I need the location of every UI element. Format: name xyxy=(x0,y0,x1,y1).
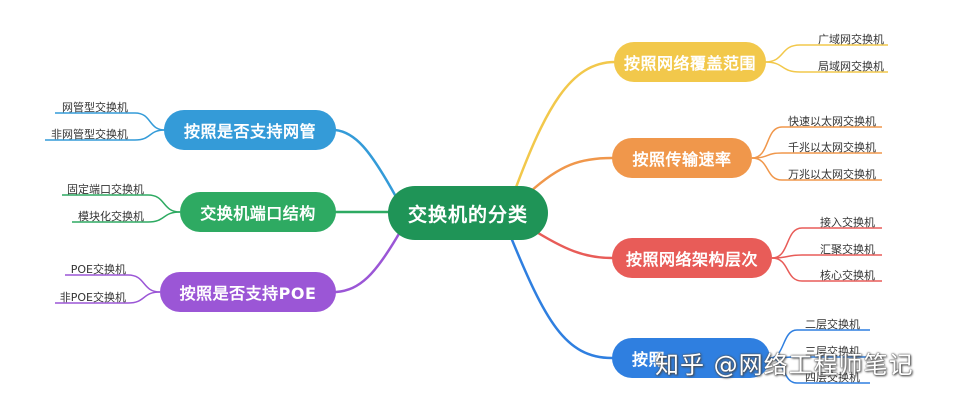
branch-ports-label: 交换机端口结构 xyxy=(200,204,316,223)
connector-managed xyxy=(333,128,397,197)
connector-rate xyxy=(528,156,614,194)
leaf-protocol-0[interactable]: 二层交换机 xyxy=(805,318,860,331)
poe-leaf-lines xyxy=(55,274,161,304)
leaf-hierarchy-0[interactable]: 接入交换机 xyxy=(820,216,875,229)
hierarchy-leaf-lines xyxy=(771,227,882,282)
leaf-poe-1[interactable]: 非POE交换机 xyxy=(59,291,126,304)
leaf-protocol-1[interactable]: 三层交换机 xyxy=(805,345,860,358)
leaf-ports-0[interactable]: 固定端口交换机 xyxy=(67,183,144,196)
connector-poe xyxy=(334,230,402,294)
branch-protocol[interactable]: 按照 xyxy=(612,338,770,378)
branch-rate-label: 按照传输速率 xyxy=(632,150,732,169)
leaf-rate-2[interactable]: 万兆以太网交换机 xyxy=(788,168,876,181)
center-node[interactable]: 交换机的分类 xyxy=(388,186,548,240)
protocol-leaf-lines xyxy=(769,329,870,384)
branch-poe-label: 按照是否支持POE xyxy=(179,284,317,303)
leaf-rate-0[interactable]: 快速以太网交换机 xyxy=(788,115,876,128)
watermark: 知乎 @网络工程师笔记 xyxy=(655,351,914,379)
branch-managed[interactable]: 按照是否支持网管 xyxy=(164,110,336,150)
connector-coverage xyxy=(513,60,617,192)
branch-rate[interactable]: 按照传输速率 xyxy=(612,138,752,178)
coverage-leaf-lines xyxy=(764,44,888,73)
leaf-hierarchy-1[interactable]: 汇聚交换机 xyxy=(820,243,875,256)
branch-coverage-label: 按照网络覆盖范围 xyxy=(623,54,756,73)
leaf-hierarchy-2[interactable]: 核心交换机 xyxy=(820,269,875,282)
branch-coverage[interactable]: 按照网络覆盖范围 xyxy=(614,42,766,82)
leaf-ports-1[interactable]: 模块化交换机 xyxy=(78,210,144,223)
connector-hierarchy xyxy=(528,226,614,260)
branch-poe[interactable]: 按照是否支持POE xyxy=(160,272,336,312)
leaf-coverage-1[interactable]: 局域网交换机 xyxy=(818,60,884,73)
ports-leaf-lines xyxy=(62,194,181,223)
center-node-label: 交换机的分类 xyxy=(407,203,528,226)
leaf-rate-1[interactable]: 千兆以太网交换机 xyxy=(788,141,876,154)
leaf-coverage-0[interactable]: 广域网交换机 xyxy=(818,33,884,46)
leaf-protocol-2[interactable]: 四层交换机 xyxy=(805,371,860,384)
branch-managed-label: 按照是否支持网管 xyxy=(183,122,316,141)
branch-ports[interactable]: 交换机端口结构 xyxy=(180,192,336,232)
leaf-poe-0[interactable]: POE交换机 xyxy=(70,263,126,276)
branch-hierarchy-label: 按照网络架构层次 xyxy=(625,250,758,269)
connector-protocol xyxy=(508,233,614,360)
branch-hierarchy[interactable]: 按照网络架构层次 xyxy=(612,238,772,278)
managed-leaf-lines xyxy=(45,112,166,141)
rate-leaf-lines xyxy=(751,126,882,181)
leaf-managed-1[interactable]: 非网管型交换机 xyxy=(51,128,128,141)
leaf-managed-0[interactable]: 网管型交换机 xyxy=(62,101,128,114)
branch-protocol-label: 按照 xyxy=(632,350,666,369)
